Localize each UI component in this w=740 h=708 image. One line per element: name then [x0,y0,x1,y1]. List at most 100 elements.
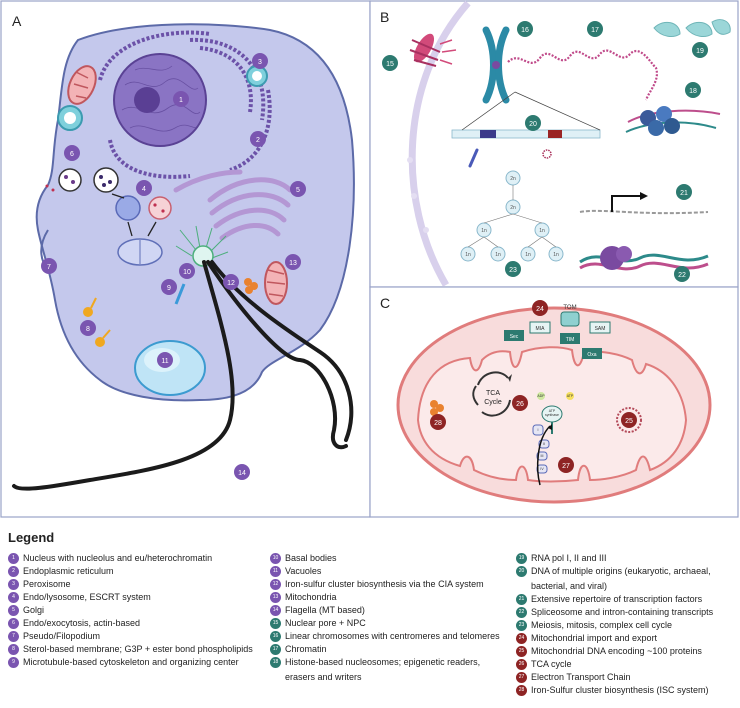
legend-number-badge: 7 [8,631,19,642]
marker-23: 23 [509,267,517,274]
sterol-membrane [83,297,111,347]
legend-text: Histone-based nucleosomes; epigenetic re… [285,657,481,682]
marker-18: 18 [689,88,697,95]
legend-text: Meiosis, mitosis, complex cell cycle [531,620,673,630]
svg-text:II: II [543,442,545,446]
legend-text: Peroxisome [23,579,71,589]
cell-cycle-tree: 2n 2n 1n 1n 1n 1n 1n 1n [460,170,564,262]
legend-item: 12 Iron-sulfur cluster biosynthesis via t… [270,579,506,592]
legend-text: Nucleus with nucleolus and eu/heterochro… [23,553,213,563]
legend-number-badge: 3 [8,579,19,590]
vesicle-arrow-2 [127,221,133,237]
marker-21: 21 [680,190,688,197]
legend-text: TCA cycle [531,659,572,669]
mitochondrion-detail: TOM MIA SAM TIM Sec Oxa TCA Cycle ADP AT… [396,300,712,504]
legend-number-badge: 16 [270,631,281,642]
marker-2: 2 [256,137,260,144]
lysosome-pink [148,196,172,220]
legend-number-badge: 13 [270,592,281,603]
legend-number-badge: 23 [516,620,527,631]
marker-3: 3 [258,59,262,66]
mitochondrial-dna [616,407,642,433]
legend-item: 5 Golgi [8,605,263,618]
legend-text: Mitochondrial import and export [531,633,658,643]
legend-number-badge: 12 [270,579,281,590]
svg-text:MIA: MIA [536,326,546,332]
endosome-vesicle [93,167,119,193]
legend-text: RNA pol I, II and III [531,553,607,563]
marker-20: 20 [529,121,537,128]
flagella [12,260,354,491]
atp-synthase: ADP ATP ATP synthase [537,392,574,434]
legend-item: 6 Endo/exocytosis, actin-based [8,618,263,631]
svg-text:Oxa: Oxa [587,352,596,358]
marker-19: 19 [696,48,704,55]
legend-number-badge: 5 [8,605,19,616]
legend-number-badge: 6 [8,618,19,629]
marker-17: 17 [591,27,599,34]
svg-text:2n: 2n [510,205,516,211]
marker-27: 27 [562,463,570,470]
legend-text: Endo/exocytosis, actin-based [23,618,141,628]
legend-number-badge: 10 [270,553,281,564]
legend-number-badge: 4 [8,592,19,603]
legend-text: DNA of multiple origins (eukaryotic, arc… [531,566,711,591]
legend-item: 23 Meiosis, mitosis, complex cell cycle [516,620,738,633]
legend-text: Endoplasmic reticulum [23,566,114,576]
legend-number-badge: 11 [270,566,281,577]
panel-c-markers: 24 25 26 27 28 [430,300,637,473]
legend-text: Sterol-based membrane; G3P + ester bond … [23,644,253,654]
legend-number-badge: 21 [516,594,527,605]
import-complexes: TOM MIA SAM TIM Sec Oxa [504,305,611,359]
panel-b-label: B [380,9,389,25]
panel-b-markers: 15 16 17 18 19 20 21 22 23 [382,21,708,282]
marker-22: 22 [678,272,686,279]
legend-text: Iron-sulfur cluster biosynthesis via the… [285,579,484,589]
svg-text:2n: 2n [510,176,516,182]
endocytic-vesicle [58,168,82,192]
panel-a-markers: 1 2 3 4 5 6 7 8 9 10 11 12 13 14 [41,53,306,480]
legend-number-badge: 18 [270,657,281,668]
legend-number-badge: 2 [8,566,19,577]
svg-text:1n: 1n [539,228,545,234]
svg-text:ATP: ATP [567,394,574,398]
chromosome [482,26,510,104]
svg-text:IV: IV [540,467,544,471]
legend-item: 18 Histone-based nucleosomes; epigenetic … [270,657,506,685]
marker-8: 8 [86,326,90,333]
legend-number-badge: 19 [516,553,527,564]
svg-text:TIM: TIM [566,337,575,343]
rna-polymerases [653,19,731,37]
legend-text: Iron-Sulfur cluster biosynthesis (ISC sy… [531,685,709,695]
svg-text:1n: 1n [465,252,471,258]
panel-c-label: C [380,295,390,311]
dna-origins-bar [451,91,601,168]
legend-number-badge: 20 [516,566,527,577]
marker-10: 10 [183,269,191,276]
legend-text: Golgi [23,605,45,615]
legend-text: Flagella (MT based) [285,605,365,615]
marker-15: 15 [386,61,394,68]
legend-item: 3 Peroxisome [8,579,263,592]
marker-14: 14 [238,470,246,477]
svg-text:Sec: Sec [510,334,519,340]
svg-text:III: III [541,454,544,458]
panel-a-label: A [12,13,22,29]
svg-text:SAM: SAM [595,326,606,332]
chromatin-texture [121,65,201,132]
spliceosome [579,246,709,271]
vesicle-arrow-3 [147,221,157,237]
marker-9: 9 [167,285,171,292]
svg-text:1n: 1n [481,228,487,234]
svg-text:1n: 1n [495,252,501,258]
nucleolus [134,87,160,113]
